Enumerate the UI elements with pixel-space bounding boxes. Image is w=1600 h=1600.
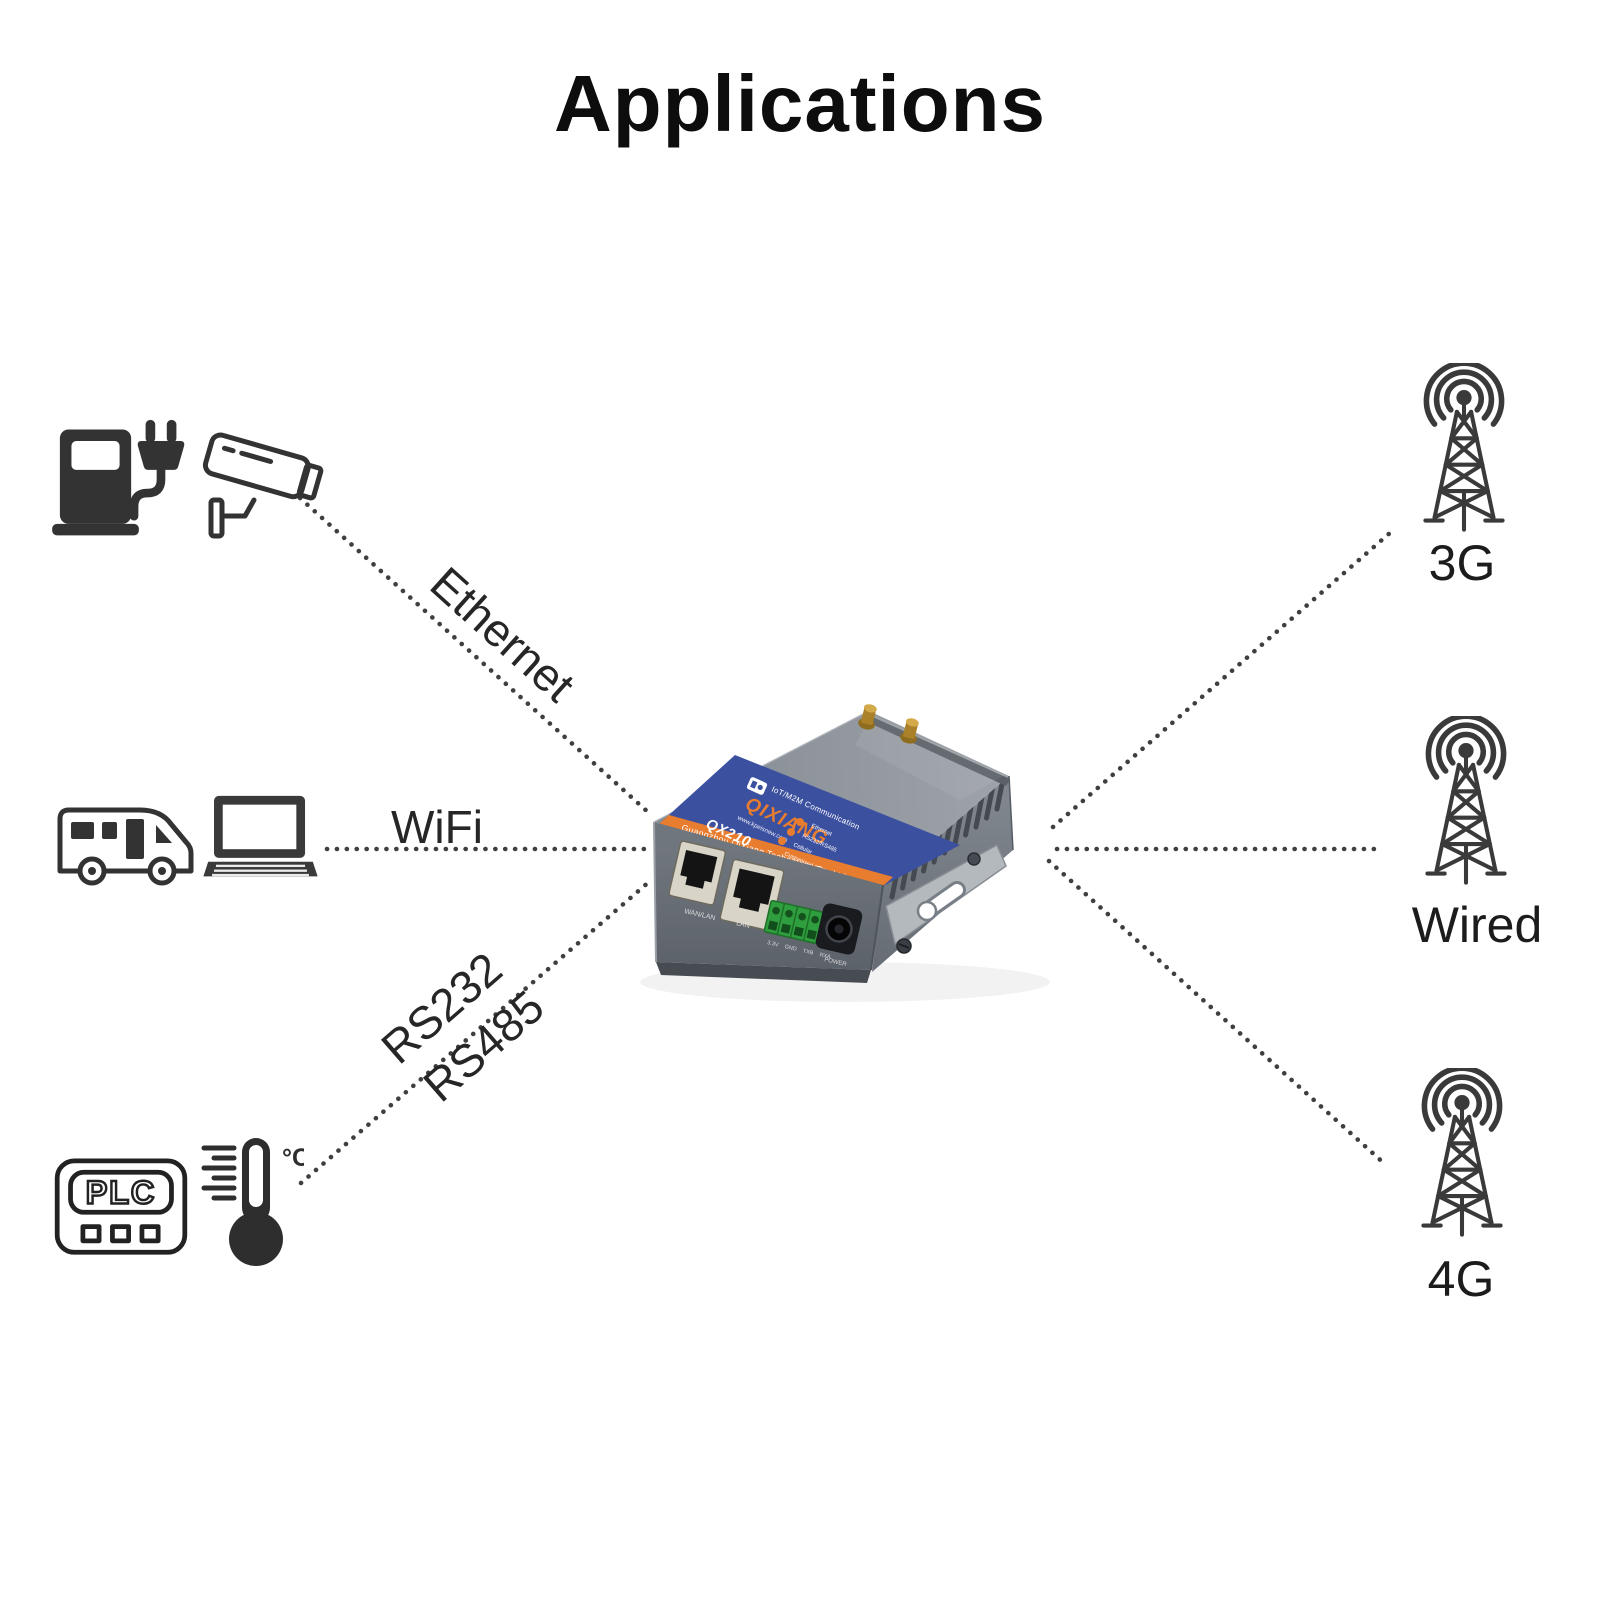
serial-dotted-line [298,878,653,1186]
cctv-camera-icon [203,433,323,536]
3g-dotted-line [1050,529,1394,830]
port-lan-label: LAN [736,920,751,930]
wired-label: Wired [1412,897,1543,953]
led-dot-cellular [778,837,786,845]
router-device: IoT/M2M Communication QIXIANG www.kpeisn… [640,704,1050,1002]
wifi-label: WiFi [391,801,483,853]
plc-controller-icon [57,1161,185,1252]
device-label: IoT/M2M Communication QIXIANG www.kpeisn… [659,755,960,886]
cell-tower-wired-icon [1427,716,1504,883]
ethernet-label: Ethernet [421,557,585,712]
device-bottom-edge [656,962,871,983]
terminal-block [763,899,825,945]
keyhole-slot [916,900,938,922]
rj45-port-wan [668,840,727,906]
led-dot-customized [769,846,777,854]
4g-dotted-line [1046,858,1390,1169]
page-title: Applications [553,59,1047,148]
connection-lines [297,495,1394,1186]
cell-tower-3g-icon [1425,363,1502,530]
laptop-icon [203,795,318,877]
iot-logo-icon [746,777,768,795]
thermometer-icon [204,1138,310,1266]
antenna-connector-icon [858,704,919,744]
mounting-bracket [885,843,1007,946]
device-rear-edge [863,714,1010,786]
led-dot-ethernet [796,818,804,826]
ev-charging-station-icon [52,420,184,536]
power-jack [815,903,863,955]
screw-icon [896,852,981,954]
4g-label: 4G [1428,1251,1495,1307]
ethernet-dotted-line [297,495,652,816]
top-glare [855,714,1005,800]
power-label: POWER [824,957,848,968]
led-dot-rs232-rs485 [787,828,795,836]
camper-van-icon [60,810,191,883]
3g-label: 3G [1429,535,1496,591]
cell-tower-4g-icon [1423,1068,1500,1235]
